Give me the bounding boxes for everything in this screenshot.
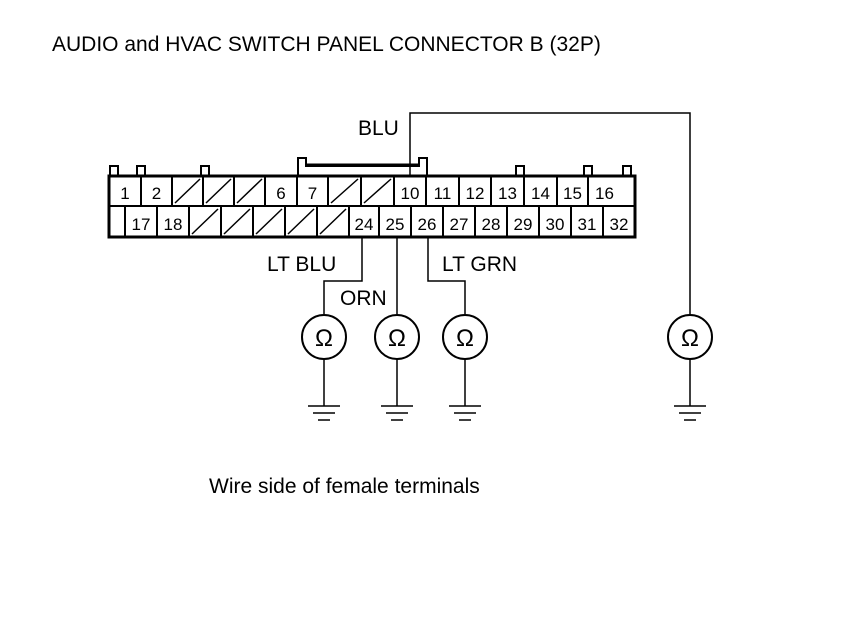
unused-cavity — [236, 178, 263, 204]
terminal-24: 24 — [355, 215, 374, 234]
terminal-31: 31 — [578, 215, 597, 234]
terminal-1: 1 — [120, 184, 129, 203]
caption: Wire side of female terminals — [209, 475, 480, 498]
unused-cavity — [174, 178, 201, 204]
unused-cavity — [287, 208, 315, 235]
unused-cavity — [205, 178, 232, 204]
terminal-29: 29 — [514, 215, 533, 234]
terminal-6: 6 — [276, 184, 285, 203]
terminal-27: 27 — [450, 215, 469, 234]
unused-cavity — [223, 208, 251, 235]
ohm-icon: Ω — [681, 325, 699, 352]
terminal-11: 11 — [434, 184, 452, 203]
terminal-15: 15 — [563, 184, 582, 203]
ohm-icon: Ω — [315, 325, 333, 352]
ohmmeter-4: Ω — [667, 314, 713, 360]
wire-label-blu: BLU — [358, 117, 399, 140]
ohmmeter-1: Ω — [301, 314, 347, 360]
terminal-18: 18 — [164, 215, 183, 234]
terminal-14: 14 — [531, 184, 550, 203]
terminal-10: 10 — [401, 184, 420, 203]
terminal-16: 16 — [595, 184, 614, 203]
unused-cavity — [363, 178, 392, 204]
ground-icon — [381, 359, 413, 421]
unused-cavity — [255, 208, 283, 235]
ohm-icon: Ω — [456, 325, 474, 352]
terminal-26: 26 — [418, 215, 437, 234]
ground-icon — [449, 359, 481, 421]
terminal-25: 25 — [386, 215, 405, 234]
unused-cavity — [191, 208, 219, 235]
ohmmeter-3: Ω — [442, 314, 488, 360]
wire-lt-blu: LT BLU — [267, 237, 363, 314]
wire-orn: ORN — [340, 237, 398, 314]
wire-blu: BLU — [358, 112, 691, 314]
wire-label-lt-grn: LT GRN — [442, 253, 517, 276]
terminal-2: 2 — [152, 184, 161, 203]
ground-icon — [308, 359, 340, 421]
terminal-13: 13 — [498, 184, 517, 203]
terminal-17: 17 — [132, 215, 151, 234]
terminal-32: 32 — [610, 215, 629, 234]
unused-cavity — [319, 208, 347, 235]
ohm-icon: Ω — [388, 325, 406, 352]
wire-label-orn: ORN — [340, 287, 387, 310]
wire-lt-grn: LT GRN — [427, 237, 517, 314]
unused-cavity — [330, 178, 359, 204]
ohmmeter-2: Ω — [374, 314, 420, 360]
ground-icon — [674, 359, 706, 421]
connector-bottom-row: 17 18 24 25 26 27 28 29 30 31 32 — [124, 206, 629, 237]
diagram-title: AUDIO and HVAC SWITCH PANEL CONNECTOR B … — [52, 33, 601, 56]
terminal-12: 12 — [466, 184, 485, 203]
terminal-30: 30 — [546, 215, 565, 234]
terminal-28: 28 — [482, 215, 501, 234]
terminal-7: 7 — [308, 184, 317, 203]
wire-label-lt-blu: LT BLU — [267, 253, 336, 276]
